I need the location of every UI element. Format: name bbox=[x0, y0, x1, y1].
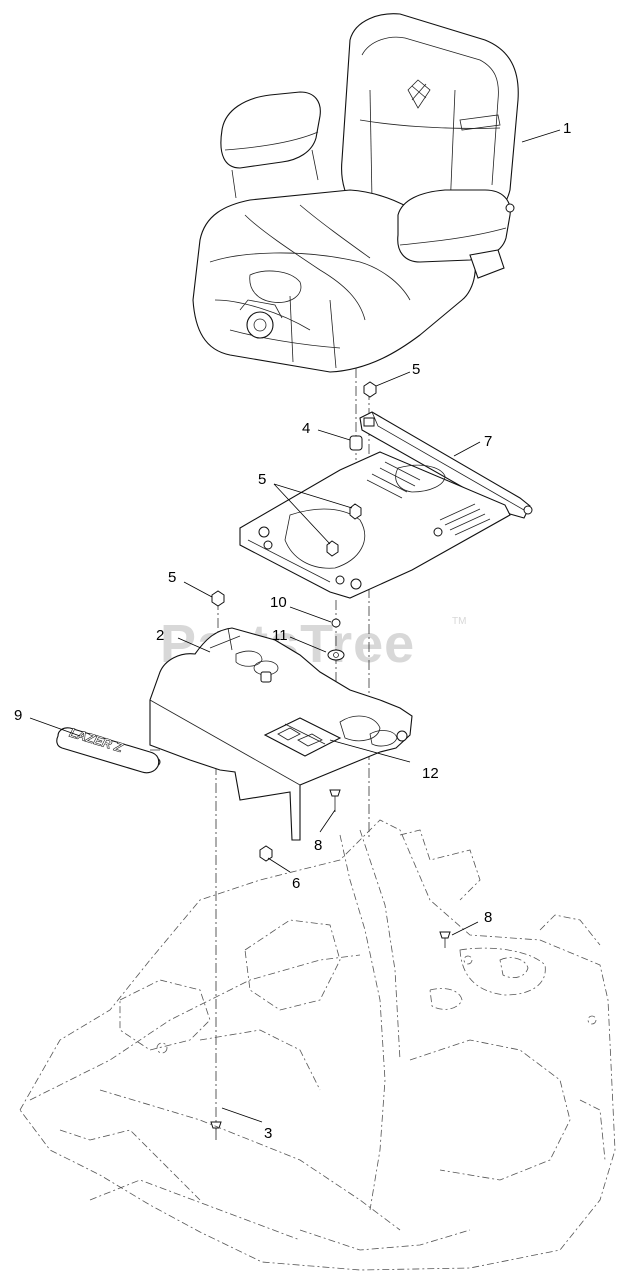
callout-9: 9 bbox=[14, 707, 22, 724]
callout-6: 6 bbox=[292, 875, 300, 892]
callout-5-mid: 5 bbox=[258, 471, 266, 488]
seat-pan-cover bbox=[149, 627, 413, 841]
callout-leaders bbox=[29, 129, 561, 1123]
callout-2: 2 bbox=[156, 627, 164, 644]
mower-frame bbox=[19, 819, 616, 1271]
callout-5-left: 5 bbox=[168, 569, 176, 586]
seat-assembly bbox=[192, 13, 519, 373]
callout-8-cover: 8 bbox=[314, 837, 322, 854]
callout-5-top: 5 bbox=[412, 361, 420, 378]
callout-8-frame: 8 bbox=[484, 909, 492, 926]
callout-7: 7 bbox=[484, 433, 492, 450]
seat-plate bbox=[239, 451, 511, 599]
screws bbox=[210, 789, 451, 1140]
callout-11: 11 bbox=[272, 627, 288, 644]
callout-4: 4 bbox=[302, 420, 310, 437]
callout-12: 12 bbox=[422, 765, 439, 782]
lazer-z-decal: LAZER Z bbox=[56, 724, 160, 774]
callout-10: 10 bbox=[270, 594, 287, 611]
slide-rail bbox=[359, 411, 533, 519]
hardware bbox=[211, 381, 377, 661]
callout-labels: 1 5 4 7 5 5 10 11 2 9 12 8 6 8 3 bbox=[14, 120, 571, 1142]
callout-3: 3 bbox=[264, 1125, 272, 1142]
watermark-tm: TM bbox=[452, 616, 466, 627]
callout-1: 1 bbox=[563, 120, 571, 137]
